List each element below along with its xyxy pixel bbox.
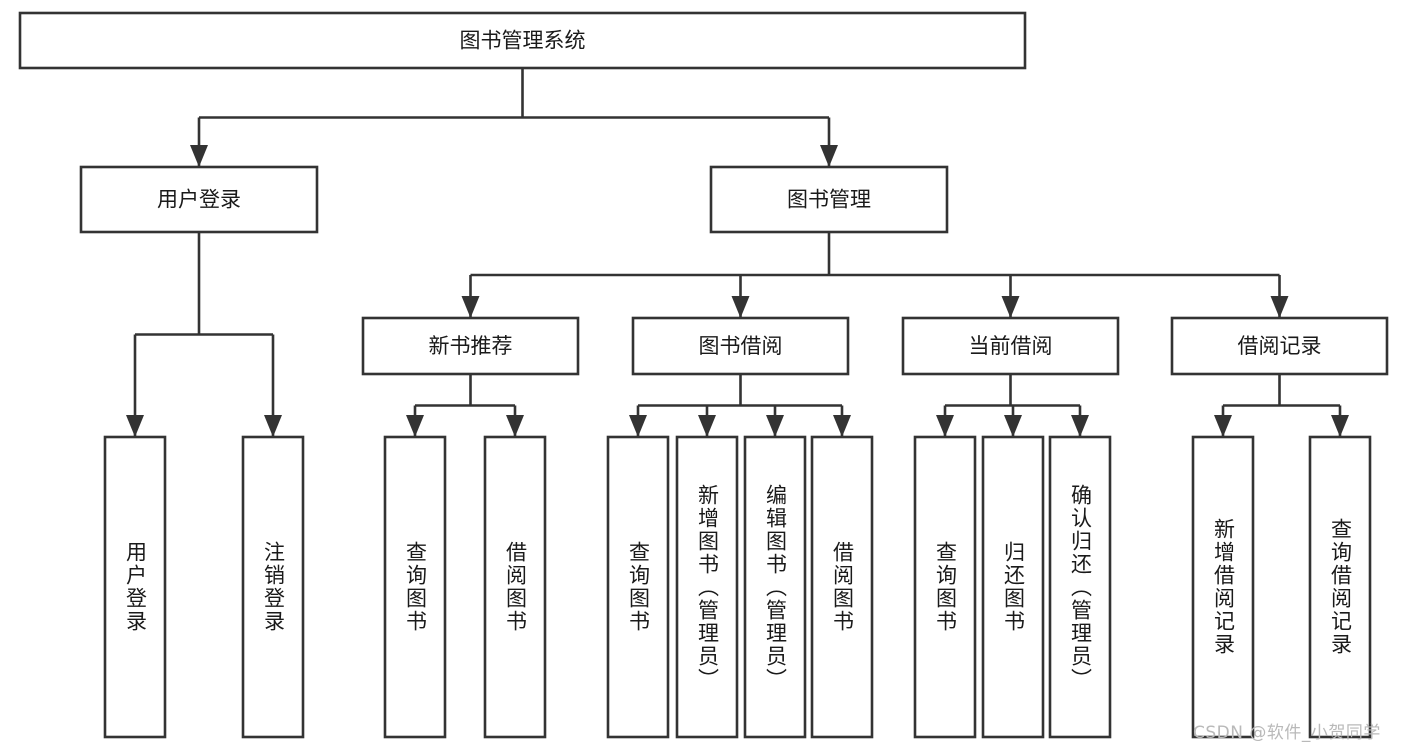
node-leaf_user_login[interactable] [103,435,167,739]
node-box [675,435,739,739]
node-leaf_borrow_book_a[interactable] [483,435,547,739]
connector-arrowhead [1214,415,1232,437]
connector-arrowhead [1071,415,1089,437]
node-box [1048,435,1112,739]
connector-arrowhead [833,415,851,437]
node-box [361,316,580,376]
node-box [810,435,874,739]
node-leaf_query_book_a[interactable] [383,435,447,739]
node-leaf_edit_book[interactable] [743,435,807,739]
node-box [241,435,305,739]
node-current_borrow[interactable]: 当前借阅 [901,316,1120,376]
node-box [79,165,319,234]
connector-arrowhead [766,415,784,437]
csdn-watermark: CSDN @软件_小贺同学 [1193,723,1381,743]
node-box [383,435,447,739]
connector-arrowhead [698,415,716,437]
connector-arrowhead [1331,415,1349,437]
node-box [1170,316,1389,376]
node-borrow_record[interactable]: 借阅记录 [1170,316,1389,376]
connector-arrowhead [264,415,282,437]
node-leaf_return_book[interactable] [981,435,1045,739]
node-box [1191,435,1255,739]
connector-arrowhead [406,415,424,437]
node-box [631,316,850,376]
node-leaf_borrow_book_b[interactable] [810,435,874,739]
node-leaf_confirm_return[interactable] [1048,435,1112,739]
connector-arrowhead [936,415,954,437]
node-box [1308,435,1372,739]
node-box [606,435,670,739]
connector-arrowhead [506,415,524,437]
node-new_book_rec[interactable]: 新书推荐 [361,316,580,376]
node-leaf_query_record[interactable] [1308,435,1372,739]
connector-arrowhead [1004,415,1022,437]
node-leaf_query_book_c[interactable] [913,435,977,739]
node-label: 图书借阅 [699,334,783,358]
connector-arrowhead [1270,296,1289,318]
connector-arrowhead [461,296,480,318]
node-box [743,435,807,739]
node-leaf_add_book[interactable] [675,435,739,739]
node-label: 用户登录 [157,188,241,212]
edges-layer [126,68,1349,437]
node-box [18,11,1027,70]
node-label: 借阅记录 [1238,334,1322,358]
node-book_manage[interactable]: 图书管理 [709,165,949,234]
connector-arrowhead [629,415,647,437]
node-box [913,435,977,739]
node-box [709,165,949,234]
node-leaf_query_book_b[interactable] [606,435,670,739]
connector-arrowhead [731,296,750,318]
node-box [103,435,167,739]
node-box [483,435,547,739]
connector-arrowhead [820,145,838,167]
node-label: 新书推荐 [429,334,513,358]
node-book_borrow[interactable]: 图书借阅 [631,316,850,376]
node-label: 图书管理系统 [460,29,586,53]
connector-arrowhead [126,415,144,437]
node-box [981,435,1045,739]
node-label: 图书管理 [787,188,871,212]
node-root[interactable]: 图书管理系统 [18,11,1027,70]
node-user_login[interactable]: 用户登录 [79,165,319,234]
node-box [901,316,1120,376]
connector-arrowhead [1001,296,1020,318]
node-label: 当前借阅 [969,334,1053,358]
node-leaf_add_record[interactable] [1191,435,1255,739]
node-leaf_logout[interactable] [241,435,305,739]
connector-arrowhead [190,145,208,167]
